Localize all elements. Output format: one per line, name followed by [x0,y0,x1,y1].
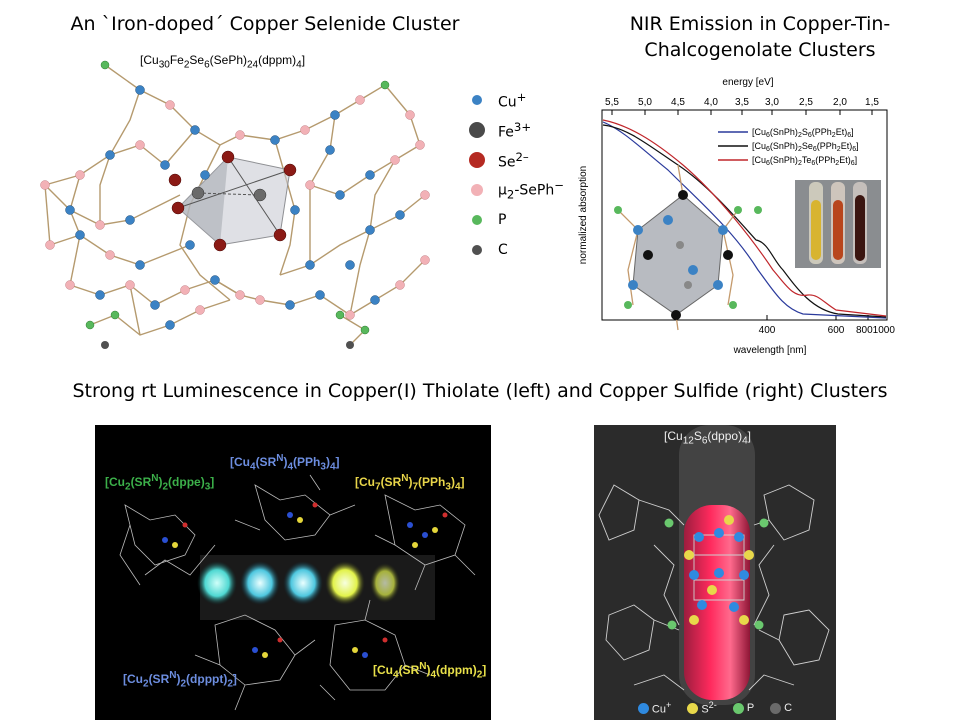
label-cu4-dppm: [Cu4(SRN)4(dppm)2] [373,661,487,681]
legend-c: C [470,235,580,265]
series-line-se [602,124,887,318]
vial-row [197,561,400,605]
bottom-tick: 8001000 [856,325,895,336]
vials-photo [795,180,881,268]
legend-cu: Cu+ [470,85,580,115]
legend-entry-se: [Cu6(SnPh)2Se6(PPh2Et)6] [752,141,859,153]
x-axis-label: wavelength [nm] [733,345,807,356]
top-tick: 4,0 [704,97,718,108]
legend-cu: Cu+ [637,700,671,716]
cluster-inset [614,164,762,331]
top-tick: 5,5 [605,97,619,108]
bottom-tick: 400 [759,325,776,336]
top-tick: 3,0 [765,97,779,108]
iron-cluster-figure: [Cu30Fe2Se6(SePh)24(dppm)4] [30,45,570,350]
label-cu2-dppe: [Cu2(SRN)2(dppe)3] [105,473,215,493]
iron-cluster-structure [40,60,430,349]
label-cu7-pph3: [Cu7(SRN)7(PPh3)4] [355,473,465,493]
top-tick: 5,0 [638,97,652,108]
top-tick: 4,5 [671,97,685,108]
heading-nir-emission-line2: Chalcogenolate Clusters [644,39,876,61]
legend-p: P [470,205,580,235]
absorption-chart: energy [eV] 5,5 5,0 4,5 4,0 3,5 3,0 2,5 … [568,70,918,362]
heading-luminescence: Strong rt Luminescence in Copper(I) Thio… [72,380,888,402]
legend-c: C [770,700,792,716]
sulfide-photo: [Cu12S6(dppo)4] Cu+ S2- P C [594,425,836,720]
label-cu2-dpppt: [Cu2(SRN)2(dpppt)2] [123,670,237,690]
cluster-formula: [Cu30Fe2Se6(SePh)24(dppm)4] [140,53,306,71]
top-tick: 2,0 [833,97,847,108]
label-cu4-pph3: [Cu4(SRN)4(PPh3)4] [230,453,340,473]
series-line-s [602,121,887,319]
heading-nir-emission-line1: NIR Emission in Copper-Tin- [629,13,891,35]
legend-p: P [732,700,754,716]
plot-frame [601,109,888,321]
heading-iron-cluster: An `Iron-doped´ Copper Selenide Cluster [70,13,460,35]
y-axis-label: normalized absorption [578,166,589,264]
legend-entry-s: [Cu6(SnPh)2S6(PPh2Et)6] [752,127,854,139]
legend-entry-te: [Cu6(SnPh)2Te6(PPh2Et)6] [752,155,857,167]
legend-sePh: μ2-SePh− [470,175,580,205]
top-axis-label: energy [eV] [722,77,773,88]
top-tick: 1,5 [865,97,879,108]
top-tick: 3,5 [735,97,749,108]
luminescence-photo: [Cu2(SRN)2(dppe)3] [Cu4(SRN)4(PPh3)4] [C… [95,425,491,720]
bottom-tick: 600 [828,325,845,336]
sulfide-legend: Cu+ S2- P C [594,700,836,716]
legend-fe: Fe3+ [469,115,580,145]
top-tick: 2,5 [799,97,813,108]
legend-s: S2- [687,700,717,716]
series-line-te [602,119,887,317]
element-legend: Cu+ Fe3+ Se2– μ2-SePh− P C [469,85,580,265]
sulfide-formula: [Cu12S6(dppo)4] [664,429,751,447]
legend-se: Se2– [469,145,580,175]
